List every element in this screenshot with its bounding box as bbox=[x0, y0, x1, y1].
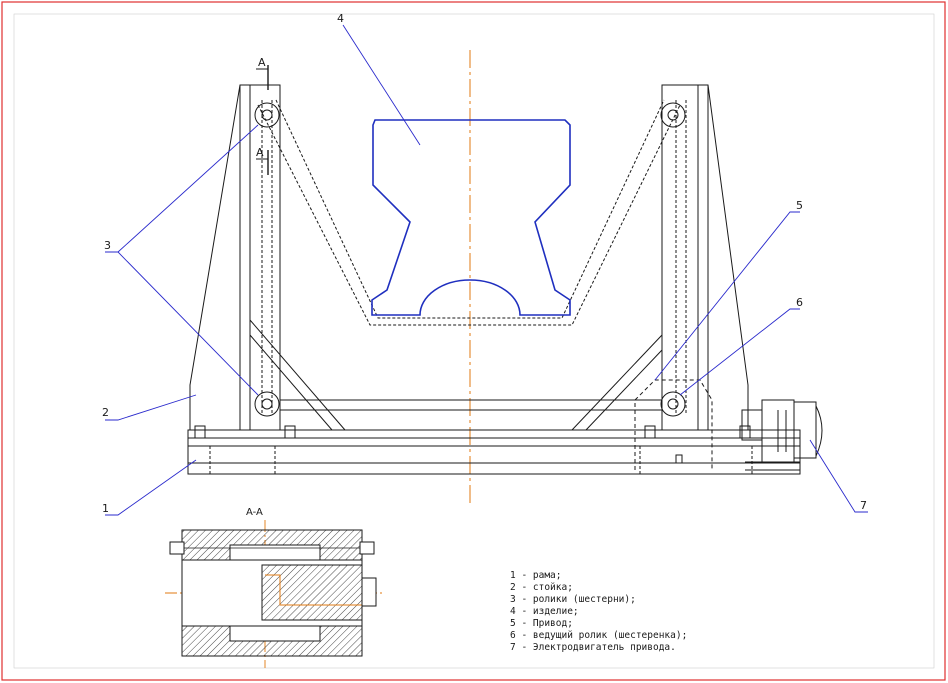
callout-5: 5 bbox=[796, 199, 803, 212]
callout-3: 3 bbox=[104, 239, 111, 252]
callout-1: 1 bbox=[102, 502, 109, 515]
right-stand bbox=[470, 84, 749, 470]
section-marker-top: A bbox=[258, 56, 266, 69]
product-outline bbox=[371, 119, 571, 316]
legend-item-7: 7 - Электродвигатель привода. bbox=[510, 642, 676, 653]
callout-6: 6 bbox=[796, 296, 803, 309]
chains bbox=[257, 99, 681, 326]
left-stand bbox=[189, 84, 470, 431]
section-title: A-A bbox=[246, 507, 263, 518]
section-marker: A A bbox=[256, 56, 269, 175]
callout-leaders bbox=[105, 24, 868, 516]
electric-motor bbox=[741, 399, 823, 471]
legend-item-4: 4 - изделие; bbox=[510, 606, 579, 617]
legend-item-3: 3 - ролики (шестерни); bbox=[510, 594, 636, 605]
section-marker-bottom: A bbox=[256, 146, 264, 159]
section-view: A-A bbox=[165, 507, 385, 668]
drawing-inner-frame bbox=[13, 13, 935, 669]
legend: 1 - рама; 2 - стойка; 3 - ролики (шестер… bbox=[510, 570, 687, 653]
legend-item-2: 2 - стойка; bbox=[510, 582, 573, 593]
callout-2: 2 bbox=[102, 406, 109, 419]
base-frame bbox=[187, 425, 801, 475]
legend-item-6: 6 - ведущий ролик (шестеренка); bbox=[510, 630, 687, 641]
legend-item-5: 5 - Привод; bbox=[510, 618, 573, 629]
legend-item-1: 1 - рама; bbox=[510, 570, 561, 581]
callout-4: 4 bbox=[337, 12, 344, 25]
callout-7: 7 bbox=[860, 499, 867, 512]
